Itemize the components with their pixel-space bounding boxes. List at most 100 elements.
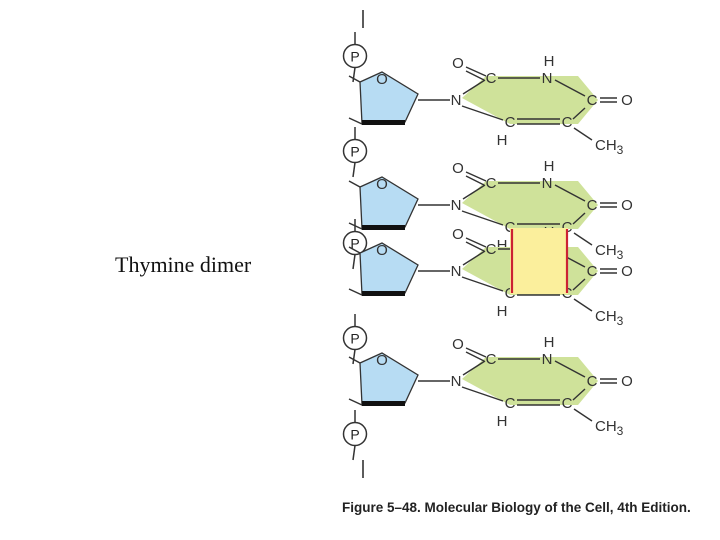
ring-bond [572, 278, 586, 291]
ring-bond [462, 184, 486, 200]
phosphate-group: P [342, 410, 368, 461]
c6-hydrogen: H [497, 132, 508, 149]
phosphate-label: P [350, 331, 359, 347]
phosphate-label: P [350, 49, 359, 65]
ring-bond [461, 105, 504, 121]
methyl-group: CH3 [595, 242, 624, 262]
sugar-phosphate-bond [348, 180, 361, 188]
imino-hydrogen: H [544, 334, 555, 351]
c6-hydrogen: H [497, 413, 508, 430]
thymine-dimer-region [510, 228, 569, 294]
imino-hydrogen: H [544, 53, 555, 70]
double-bond [465, 66, 487, 77]
carbonyl-oxygen-2: O [452, 55, 464, 72]
sugar-phosphate-bond [348, 222, 363, 230]
ring-bond [554, 79, 586, 97]
sugar-ring-oxygen: O [376, 176, 388, 193]
slide-title: Thymine dimer [115, 252, 252, 277]
methyl-group: CH3 [595, 137, 624, 157]
sugar-phosphate-bond [348, 398, 363, 406]
sugar-phosphate-bond [348, 117, 363, 125]
ring-carbon-5: C [562, 114, 573, 131]
phosphate-group: P [342, 32, 368, 83]
sugar-bold-edge [362, 225, 405, 230]
phosphate-label: P [350, 144, 359, 160]
sugar-bold-edge [362, 291, 405, 296]
thymine-base-ring [462, 357, 598, 405]
thymine-base-ring [462, 76, 598, 124]
sugar-ring-oxygen: O [376, 352, 388, 369]
ring-carbon-4: C [587, 197, 598, 214]
phosphate-group: P [342, 127, 368, 178]
sugar-phosphate-bond [348, 356, 361, 364]
ring-nitrogen-3: N [542, 70, 553, 87]
carbonyl-oxygen-4: O [621, 197, 633, 214]
double-bond [465, 237, 487, 248]
double-bond [465, 351, 485, 362]
ring-carbon-2: C [486, 70, 497, 87]
ring-carbon-4: C [587, 92, 598, 109]
ring-carbon-6: C [505, 395, 516, 412]
thymine-base-ring [462, 181, 598, 229]
methyl-group: CH3 [595, 308, 624, 328]
phosphate-bond-down [352, 445, 356, 461]
c6-hydrogen: H [497, 303, 508, 320]
phosphate-bond-down [352, 67, 356, 83]
phosphate-bond-down [352, 254, 356, 270]
ring-bond [462, 79, 486, 95]
double-bond [465, 70, 485, 81]
carbonyl-oxygen-2: O [452, 336, 464, 353]
ring-bond [554, 360, 586, 378]
carbonyl-oxygen-4: O [621, 373, 633, 390]
ring-bond [572, 107, 586, 120]
ring-bond [572, 212, 586, 225]
phosphate-bond-down [352, 349, 356, 365]
sugar-phosphate-bond [348, 288, 363, 296]
carbonyl-oxygen-2: O [452, 226, 464, 243]
carbonyl-oxygen-4: O [621, 263, 633, 280]
ring-carbon-4: C [587, 263, 598, 280]
carbonyl-oxygen-4: O [621, 92, 633, 109]
sugar-phosphate-bond [348, 75, 361, 83]
sugar-bold-edge [362, 120, 405, 125]
sugar-ring-oxygen: O [376, 242, 388, 259]
double-bond [465, 171, 487, 182]
ring-bond [461, 210, 504, 226]
double-bond [465, 347, 487, 358]
methyl-bond [573, 127, 593, 141]
double-bond [465, 175, 485, 186]
ring-nitrogen-1: N [451, 263, 462, 280]
deoxyribose-sugar [359, 71, 419, 125]
ring-bond [462, 360, 486, 376]
phosphate-group: P [342, 219, 368, 270]
ring-nitrogen-1: N [451, 197, 462, 214]
methyl-group: CH3 [595, 418, 624, 438]
carbonyl-oxygen-2: O [452, 160, 464, 177]
methyl-bond [573, 298, 593, 312]
phosphate-label: P [350, 427, 359, 443]
cyclobutane-ring-fill [510, 228, 568, 294]
ring-nitrogen-1: N [451, 92, 462, 109]
ring-carbon-5: C [562, 395, 573, 412]
figure-caption: Figure 5–48. Molecular Biology of the Ce… [342, 500, 691, 515]
ring-bond [554, 184, 586, 202]
sugar-phosphate-bond [348, 246, 361, 254]
ring-nitrogen-3: N [542, 351, 553, 368]
sugar-bold-edge [362, 401, 405, 406]
methyl-bond [573, 408, 593, 422]
ring-carbon-2: C [486, 175, 497, 192]
phosphate-group: P [342, 314, 368, 365]
deoxyribose-sugar [359, 352, 419, 406]
c6-hydrogen: H [497, 237, 508, 254]
ring-bond [461, 276, 504, 292]
phosphate-label: P [350, 236, 359, 252]
imino-hydrogen: H [544, 158, 555, 175]
ring-carbon-2: C [486, 351, 497, 368]
ring-carbon-5: C [562, 219, 573, 236]
ring-bond [572, 388, 586, 401]
phosphate-bond-down [352, 162, 356, 178]
